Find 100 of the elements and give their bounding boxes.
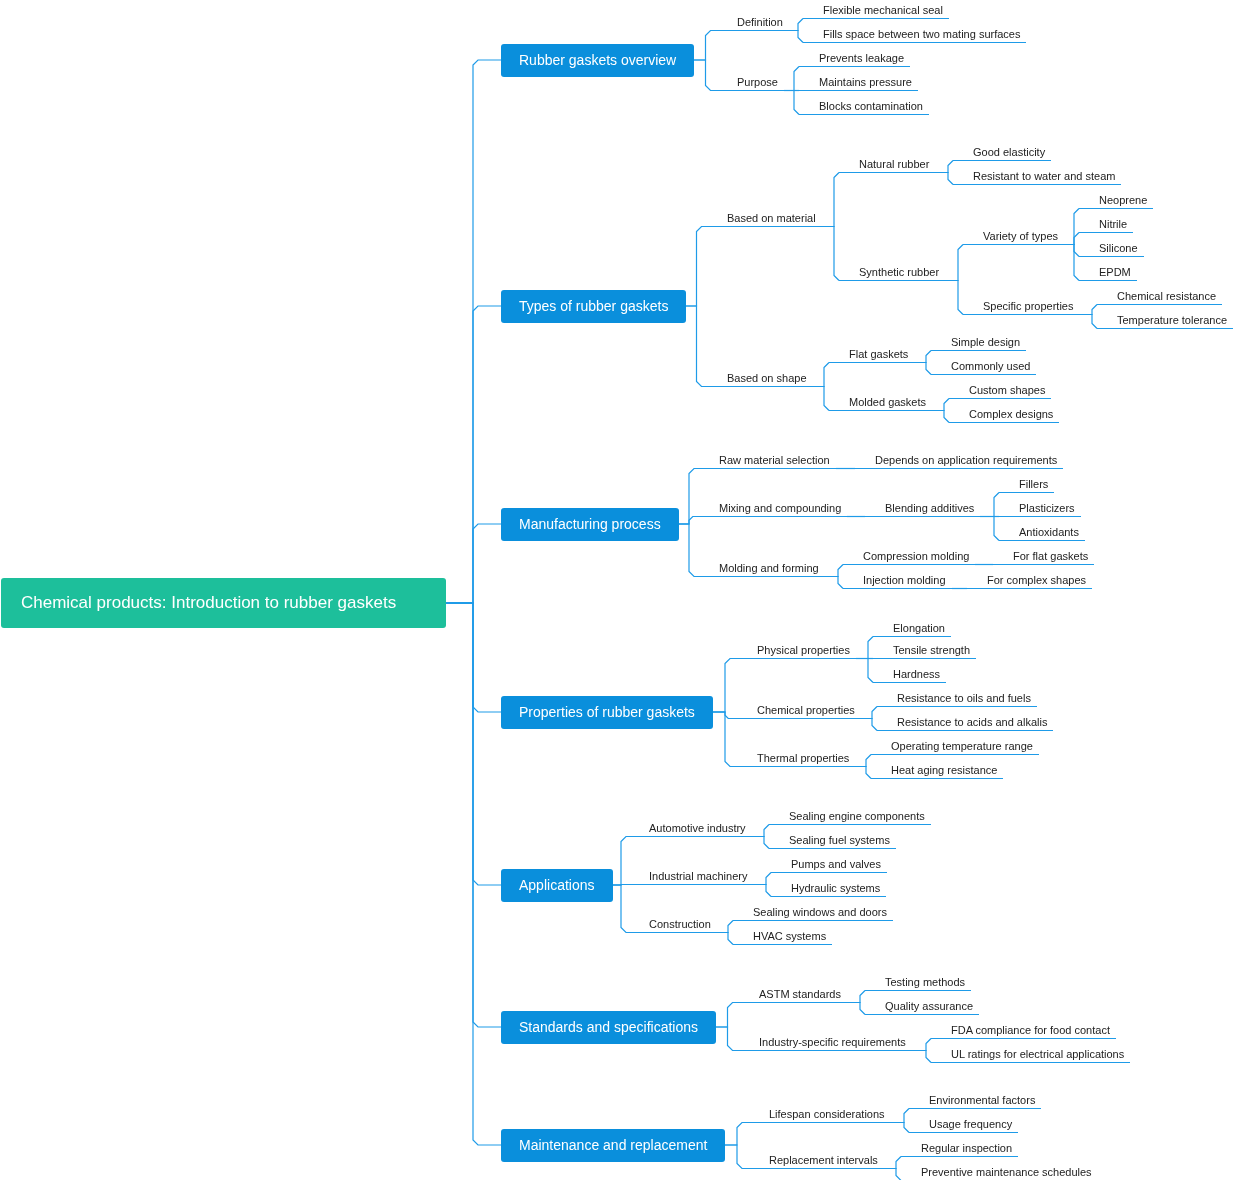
subtopic-label: Blending additives (865, 501, 981, 517)
subtopic-label: FDA compliance for food contact (931, 1023, 1116, 1039)
connector-line (979, 515, 1000, 542)
subtopic-label: Operating temperature range (871, 739, 1039, 755)
connector-line (712, 711, 738, 768)
subtopic-label: Prevents leakage (799, 51, 910, 67)
subtopic-label: Mixing and compounding (699, 501, 848, 517)
connector-line (612, 884, 630, 934)
connector-line (835, 467, 856, 470)
connector-line (1079, 313, 1098, 330)
connector-line (951, 587, 968, 590)
subtopic-label: Variety of types (963, 229, 1064, 245)
subtopic-label: Construction (629, 917, 717, 933)
connector-line (846, 515, 866, 518)
topic-box: Applications (501, 868, 613, 902)
subtopic-label: Automotive industry (629, 821, 752, 837)
subtopic-label: Preventive maintenance schedules (901, 1165, 1098, 1180)
connector-line (716, 931, 734, 946)
subtopic-label: Heat aging resistance (871, 763, 1004, 779)
subtopic-label: Environmental factors (909, 1093, 1042, 1109)
subtopic-label: Molding and forming (699, 561, 825, 577)
subtopic-label: Thermal properties (737, 751, 856, 767)
subtopic-label: Injection molding (843, 573, 952, 589)
subtopic-label: Tensile strength (873, 643, 977, 659)
central-topic-box: Chemical products: Introduction to rubber gaskets (1, 578, 446, 628)
connector-line (974, 563, 994, 566)
subtopic-label: Blocks contamination (799, 99, 929, 115)
connector-line (890, 1121, 910, 1134)
subtopic-label: UL ratings for electrical applications (931, 1047, 1131, 1063)
subtopic-label: Neoprene (1079, 193, 1154, 209)
connector-line (783, 89, 800, 116)
subtopic-label: Molded gaskets (829, 395, 933, 411)
topic-box: Manufacturing process (501, 507, 679, 541)
subtopic-label: Flat gaskets (829, 347, 915, 363)
connector-line (860, 717, 878, 732)
subtopic-label: Custom shapes (949, 383, 1052, 399)
subtopic-label: Usage frequency (909, 1117, 1019, 1133)
subtopic-label: Chemical properties (737, 703, 861, 719)
subtopic-label: Commonly used (931, 359, 1037, 375)
subtopic-label: Fillers (999, 477, 1055, 493)
subtopic-label: Nitrile (1079, 217, 1134, 233)
subtopic-label: Industry-specific requirements (739, 1035, 912, 1051)
subtopic-label: EPDM (1079, 265, 1137, 281)
subtopic-label: Resistance to acids and alkalis (877, 715, 1054, 731)
subtopic-label: Plasticizers (999, 501, 1081, 517)
subtopic-label: Resistance to oils and fuels (877, 691, 1037, 707)
connector-line (854, 765, 872, 780)
subtopic-label: Physical properties (737, 643, 856, 659)
connector-line (846, 1001, 866, 1016)
subtopic-label: Pumps and valves (771, 857, 887, 873)
connector-line (685, 305, 708, 388)
subtopic-label: HVAC systems (733, 929, 833, 945)
connector-line (821, 225, 840, 282)
subtopic-label: Simple design (931, 335, 1027, 351)
connector-line (715, 1026, 740, 1052)
connector-line (678, 523, 700, 578)
subtopic-label: Silicone (1079, 241, 1144, 257)
subtopic-label: Good elasticity (953, 145, 1052, 161)
subtopic-label: ASTM standards (739, 987, 847, 1003)
subtopic-label: Regular inspection (901, 1141, 1019, 1157)
subtopic-label: Purpose (717, 75, 784, 91)
subtopic-label: Temperature tolerance (1097, 313, 1234, 329)
subtopic-label: Fills space between two mating surfaces (803, 27, 1027, 43)
topic-box: Rubber gaskets overview (501, 43, 695, 77)
subtopic-label: Hydraulic systems (771, 881, 887, 897)
subtopic-label: Quality assurance (865, 999, 980, 1015)
subtopic-label: Raw material selection (699, 453, 836, 469)
topic-box: Standards and specifications (501, 1010, 716, 1044)
connector-line (855, 657, 874, 684)
subtopic-label: Specific properties (963, 299, 1080, 315)
subtopic-label: Elongation (873, 621, 951, 637)
connector-line (944, 279, 964, 316)
connector-line (752, 883, 772, 898)
subtopic-label: Sealing engine components (769, 809, 931, 825)
subtopic-label: Sealing windows and doors (733, 905, 893, 921)
connector-line (788, 29, 804, 44)
subtopic-label: Flexible mechanical seal (803, 3, 949, 19)
subtopic-label: Industrial machinery (629, 869, 754, 885)
connector-line (751, 835, 770, 850)
subtopic-label: For complex shapes (967, 573, 1093, 589)
subtopic-label: Replacement intervals (749, 1153, 884, 1169)
connector-line (724, 1144, 750, 1170)
subtopic-label: Chemical resistance (1097, 289, 1223, 305)
subtopic-label: Depends on application requirements (855, 453, 1064, 469)
connector-line (883, 1167, 902, 1180)
connector-line (693, 59, 718, 92)
connector-line (911, 1049, 932, 1064)
subtopic-label: Synthetic rubber (839, 265, 946, 281)
subtopic-label: Testing methods (865, 975, 972, 991)
subtopic-label: Antioxidants (999, 525, 1085, 541)
subtopic-label: Sealing fuel systems (769, 833, 896, 849)
subtopic-label: Compression molding (843, 549, 976, 565)
subtopic-label: Natural rubber (839, 157, 936, 173)
subtopic-label: Resistant to water and steam (953, 169, 1122, 185)
topic-box: Properties of rubber gaskets (501, 695, 713, 729)
topic-box: Types of rubber gaskets (501, 289, 687, 323)
subtopic-label: Based on shape (707, 371, 813, 387)
topic-box: Maintenance and replacement (501, 1128, 726, 1162)
connector-line (934, 171, 954, 186)
subtopic-label: Based on material (707, 211, 822, 227)
